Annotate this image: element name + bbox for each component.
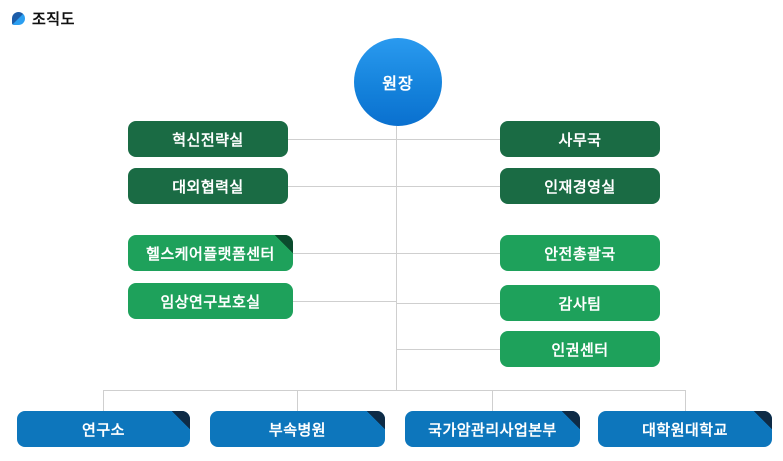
org-node: 감사팀: [500, 285, 660, 321]
org-node: 인권센터: [500, 331, 660, 367]
folded-corner-icon: [172, 411, 190, 429]
org-node-label: 국가암관리사업본부: [428, 421, 557, 439]
connector-line: [396, 349, 500, 350]
connector-bottom-horizontal: [103, 390, 685, 391]
org-node-label: 대학원대학교: [642, 421, 728, 439]
org-node-label: 헬스케어플랫폼센터: [146, 245, 275, 263]
connector-drop: [103, 390, 104, 411]
org-node: 사무국: [500, 121, 660, 157]
connector-line: [293, 301, 396, 302]
org-root-label: 원장: [382, 76, 414, 93]
org-node: 국가암관리사업본부: [405, 411, 580, 447]
connector-line: [396, 139, 500, 140]
folded-corner-icon: [754, 411, 772, 429]
org-node: 대외협력실: [128, 168, 288, 204]
org-node-label: 사무국: [558, 131, 602, 149]
connector-line: [293, 253, 396, 254]
org-node-label: 부속병원: [268, 421, 327, 439]
connector-line: [396, 303, 500, 304]
bullet-icon: [12, 12, 25, 25]
org-node-label: 감사팀: [558, 295, 602, 313]
org-node: 혁신전략실: [128, 121, 288, 157]
org-node-label: 안전총괄국: [544, 245, 616, 263]
org-node: 인재경영실: [500, 168, 660, 204]
org-node-label: 인권센터: [551, 341, 609, 359]
folded-corner-icon: [275, 235, 293, 253]
org-node: 임상연구보호실: [128, 283, 293, 319]
connector-line: [396, 186, 500, 187]
org-node: 안전총괄국: [500, 235, 660, 271]
folded-corner-icon: [562, 411, 580, 429]
connector-drop: [685, 390, 686, 411]
org-node: 부속병원: [210, 411, 385, 447]
org-root-node: 원장: [354, 38, 442, 126]
org-node: 헬스케어플랫폼센터: [128, 235, 293, 271]
connector-line: [288, 186, 396, 187]
page-title-row: 조직도: [12, 8, 75, 29]
org-node: 대학원대학교: [598, 411, 772, 447]
connector-drop: [492, 390, 493, 411]
connector-drop: [297, 390, 298, 411]
org-node-label: 인재경영실: [544, 178, 616, 196]
org-node: 연구소: [17, 411, 190, 447]
org-node-label: 연구소: [82, 421, 125, 439]
folded-corner-icon: [367, 411, 385, 429]
connector-center-vertical: [396, 126, 397, 390]
connector-line: [288, 139, 396, 140]
page-title: 조직도: [32, 11, 75, 28]
org-node-label: 임상연구보호실: [160, 293, 261, 311]
connector-line: [396, 253, 500, 254]
org-node-label: 대외협력실: [172, 178, 244, 196]
org-node-label: 혁신전략실: [172, 131, 244, 149]
